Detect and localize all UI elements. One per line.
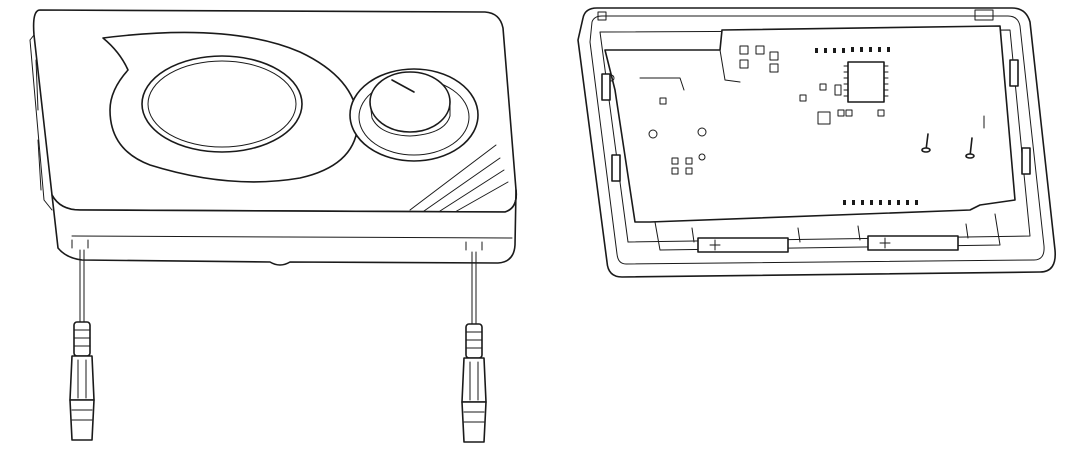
open-device-interior: [577, 7, 1057, 278]
board-standoffs: [607, 74, 707, 161]
main-chip: [843, 61, 889, 103]
pin-header-bottom: [843, 200, 918, 205]
top-latch: [974, 9, 994, 21]
terminal-blocks: [654, 213, 1001, 253]
board-trace: [639, 77, 685, 91]
display-window-inner: [147, 60, 297, 148]
left-side-edge: [29, 34, 53, 211]
side-clips: [601, 59, 1031, 182]
side-vents: [35, 59, 42, 191]
pin-header-top: [815, 47, 890, 53]
closed-device-front: [29, 9, 518, 443]
screwdriver-left: [69, 249, 95, 441]
corner-stripes: [409, 144, 509, 213]
device-front-edge: [51, 189, 518, 266]
screw-hole-right: [465, 241, 483, 251]
display-window: [141, 55, 303, 153]
board-screws: [921, 115, 985, 159]
front-edge-seam: [71, 235, 513, 239]
knob-indicator: [391, 79, 415, 93]
board-notch: [719, 49, 741, 83]
shell-rim: [589, 15, 1045, 265]
screw-hole-left: [71, 239, 89, 249]
smd-components: [659, 45, 885, 175]
rotary-knob: [349, 68, 479, 162]
corner-tab: [597, 11, 607, 21]
screwdriver-right: [461, 251, 487, 443]
circuit-board: [604, 25, 1016, 223]
